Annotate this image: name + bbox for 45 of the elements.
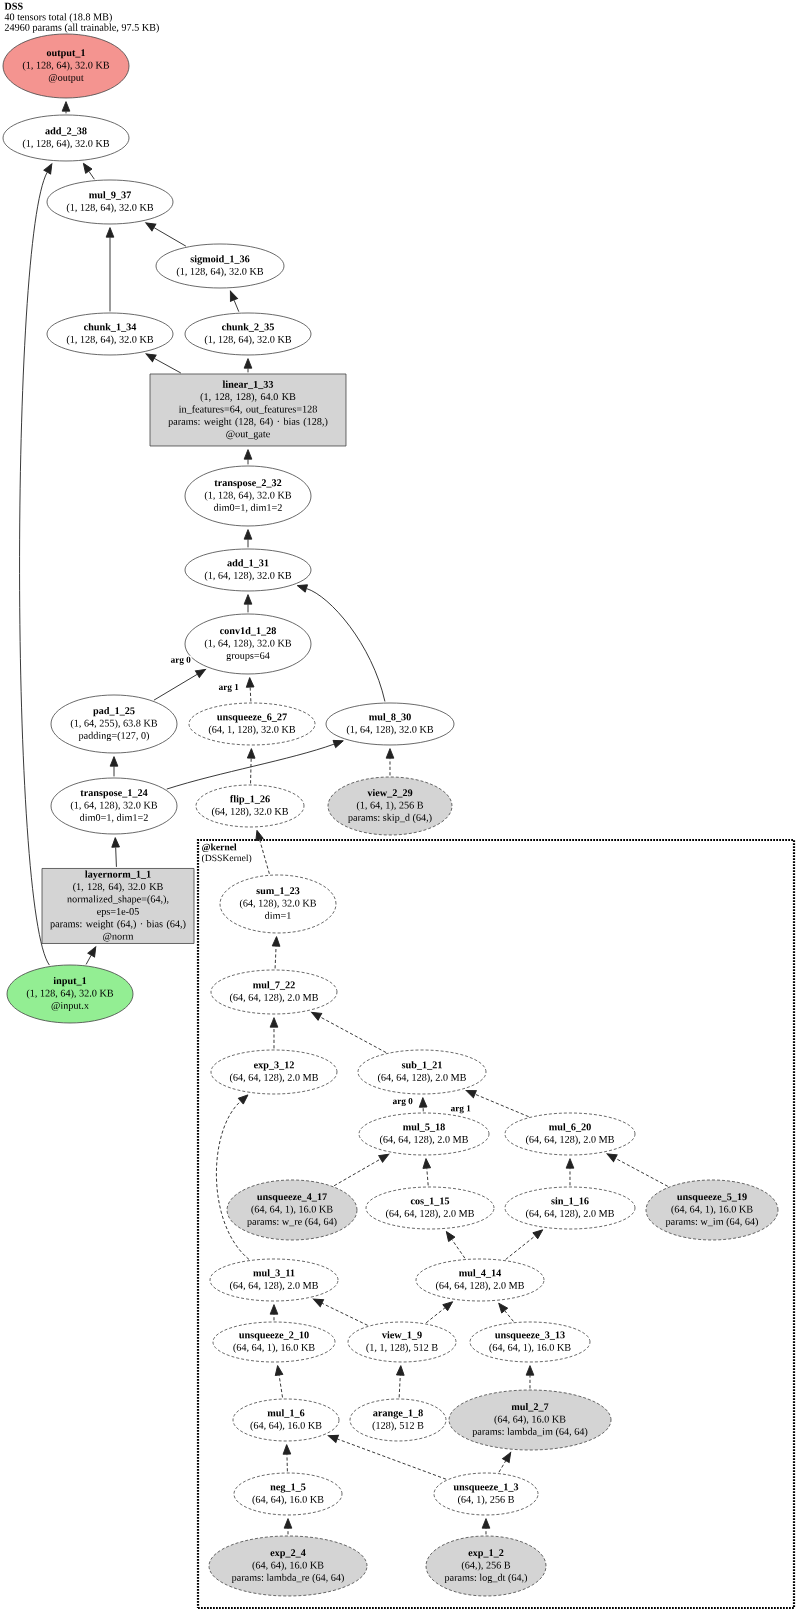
arrow [327, 1434, 447, 1480]
arrow [109, 756, 119, 777]
arrow [61, 101, 71, 114]
arrow [229, 290, 240, 313]
arrow [425, 1301, 454, 1324]
arrow [19, 163, 53, 966]
arrow [111, 837, 120, 868]
arrow [498, 1302, 514, 1322]
arrow [269, 1017, 279, 1049]
arrow [525, 1365, 535, 1389]
arrow [311, 1011, 387, 1054]
arrow [216, 1094, 250, 1260]
arrow [243, 594, 253, 613]
arrow [465, 1090, 530, 1118]
arrow [166, 739, 344, 790]
arrow [422, 1158, 432, 1186]
arrow [246, 748, 256, 784]
arrow [385, 748, 395, 776]
arrow [396, 1365, 405, 1398]
arrow [271, 936, 281, 969]
arrow [269, 1304, 279, 1321]
arrow [153, 668, 206, 701]
arrow [105, 227, 115, 312]
arrow [445, 1231, 466, 1259]
arrow [243, 529, 253, 548]
arrow [145, 353, 182, 374]
arrow [565, 1158, 575, 1186]
arrow [282, 1444, 292, 1472]
arrow [255, 829, 270, 875]
arrow [82, 162, 95, 180]
arrow [243, 449, 253, 465]
arrow [606, 1153, 669, 1187]
arrow [505, 1229, 544, 1260]
arrow [243, 358, 253, 373]
arrow [481, 1518, 491, 1535]
arrow [312, 1298, 369, 1326]
arrow [498, 1452, 512, 1473]
arrow [283, 1518, 293, 1535]
arrow [333, 1153, 390, 1187]
arrow [145, 222, 187, 247]
arrow [85, 946, 97, 965]
arrow [296, 584, 386, 702]
arrow [418, 1097, 428, 1112]
arrow [245, 677, 255, 702]
arrow [274, 1365, 284, 1398]
